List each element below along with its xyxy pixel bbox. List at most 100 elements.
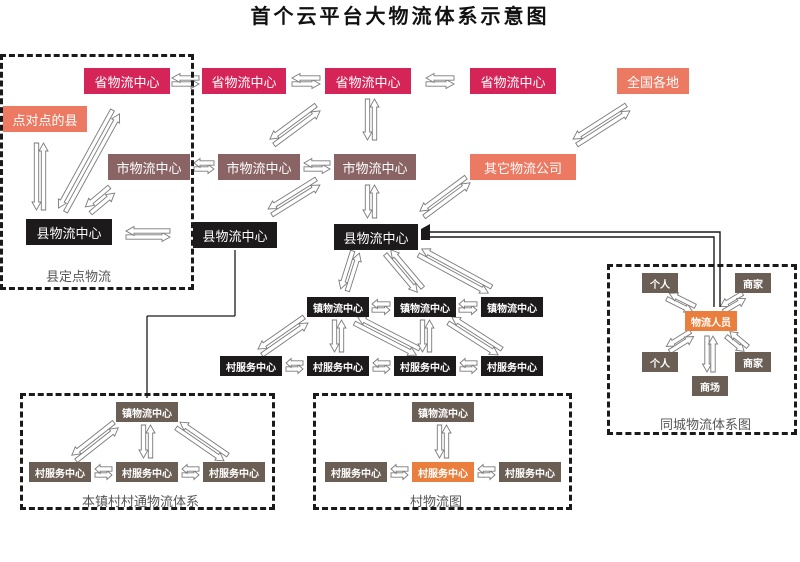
connector-arrow-2 bbox=[291, 78, 321, 90]
connector-arrow-23 bbox=[369, 184, 380, 219]
group-label-town-village: 本镇村村通物流体系 bbox=[82, 495, 200, 510]
connector-arrow-56 bbox=[71, 419, 116, 456]
connector-arrow-61 bbox=[179, 421, 230, 458]
connector-arrow-27 bbox=[422, 182, 471, 220]
bt-town-center[interactable]: 镇物流中心 bbox=[116, 402, 178, 422]
connector-arrow-66 bbox=[434, 424, 445, 459]
connector-arrow-31 bbox=[344, 252, 362, 293]
province-center-2[interactable]: 省物流中心 bbox=[202, 68, 286, 94]
group-county-fixed bbox=[0, 54, 194, 290]
vl-village-service-2[interactable]: 村服务中心 bbox=[412, 462, 474, 482]
connector-arrow-76 bbox=[665, 328, 693, 347]
other-logistics-company[interactable]: 其它物流公司 bbox=[470, 154, 576, 180]
connector-arrow-12 bbox=[88, 192, 116, 216]
connector-arrow-77 bbox=[667, 336, 695, 355]
bt-village-service-2[interactable]: 村服务中心 bbox=[116, 462, 178, 482]
mall[interactable]: 商场 bbox=[692, 376, 728, 396]
connector-arrow-54 bbox=[459, 363, 478, 375]
connector-arrow-15 bbox=[272, 110, 321, 148]
merchant-1[interactable]: 商家 bbox=[735, 273, 771, 293]
person-2[interactable]: 个人 bbox=[642, 352, 678, 372]
connector-arrow-44 bbox=[352, 320, 418, 356]
person-1[interactable]: 个人 bbox=[642, 273, 678, 293]
nationwide-node[interactable]: 全国各地 bbox=[617, 68, 689, 94]
county-center-3[interactable]: 县物流中心 bbox=[334, 224, 418, 250]
merchant-2[interactable]: 商家 bbox=[735, 352, 771, 372]
connector-arrow-53 bbox=[372, 357, 391, 369]
village-service-4[interactable]: 村服务中心 bbox=[481, 356, 543, 376]
connector-county-to-personnel-inner bbox=[421, 236, 715, 307]
connector-arrow-6 bbox=[362, 98, 373, 141]
connector-arrow-67 bbox=[441, 424, 452, 459]
group-label-county-fixed: 县定点物流 bbox=[46, 270, 112, 285]
connector-arrow-71 bbox=[477, 463, 496, 475]
connector-arrow-9 bbox=[38, 142, 49, 211]
connector-arrow-17 bbox=[575, 110, 631, 148]
connector-arrow-33 bbox=[390, 248, 426, 290]
point-to-point-county[interactable]: 点对点的县 bbox=[3, 106, 87, 132]
connector-arrow-81 bbox=[707, 335, 719, 373]
connector-arrow-52 bbox=[372, 363, 391, 375]
town-center-2[interactable]: 镇物流中心 bbox=[394, 297, 456, 317]
connector-arrow-45 bbox=[356, 316, 422, 352]
connector-arrowhead-county3 bbox=[421, 224, 430, 240]
connector-arrow-35 bbox=[420, 248, 494, 290]
county-center-2[interactable]: 县物流中心 bbox=[193, 222, 277, 248]
connector-arrow-29 bbox=[125, 225, 171, 237]
connector-arrow-79 bbox=[729, 331, 750, 350]
connector-arrow-5 bbox=[425, 72, 455, 84]
connector-arrow-47 bbox=[424, 319, 435, 353]
city-center-3[interactable]: 市物流中心 bbox=[334, 154, 416, 180]
connector-arrow-11 bbox=[57, 108, 116, 209]
connector-arrow-70 bbox=[477, 469, 496, 481]
vl-village-service-1[interactable]: 村服务中心 bbox=[325, 462, 387, 482]
province-center-1[interactable]: 省物流中心 bbox=[84, 68, 170, 94]
connector-arrow-41 bbox=[260, 322, 309, 358]
connector-arrow-19 bbox=[193, 157, 215, 169]
connector-arrow-7 bbox=[369, 98, 380, 141]
town-center-1[interactable]: 镇物流中心 bbox=[307, 297, 369, 317]
connector-arrow-3 bbox=[291, 72, 321, 84]
connector-county-to-personnel-outer bbox=[421, 231, 721, 307]
connector-arrow-55 bbox=[459, 357, 478, 369]
connector-arrow-72 bbox=[665, 296, 694, 313]
town-center-3[interactable]: 镇物流中心 bbox=[481, 297, 543, 317]
bt-village-service-1[interactable]: 村服务中心 bbox=[29, 462, 91, 482]
province-center-4[interactable]: 省物流中心 bbox=[470, 68, 556, 94]
county-center-1[interactable]: 县物流中心 bbox=[26, 219, 112, 245]
connector-arrow-50 bbox=[285, 363, 304, 375]
connector-arrow-10 bbox=[62, 113, 121, 214]
city-center-2[interactable]: 市物流中心 bbox=[218, 154, 300, 180]
connector-arrow-36 bbox=[371, 304, 391, 316]
connector-arrow-74 bbox=[719, 290, 745, 307]
connector-arrow-58 bbox=[138, 424, 149, 459]
connector-arrow-75 bbox=[721, 298, 747, 315]
group-label-same-city: 同城物流体系图 bbox=[660, 418, 752, 433]
connector-arrow-25 bbox=[270, 184, 321, 218]
group-village-logistics bbox=[313, 393, 572, 510]
connector-arrow-1 bbox=[171, 72, 200, 84]
logistics-personnel[interactable]: 物流人员 bbox=[685, 311, 737, 331]
connector-arrow-32 bbox=[382, 252, 418, 294]
vl-village-service-3[interactable]: 村服务中心 bbox=[499, 462, 561, 482]
connector-arrow-80 bbox=[701, 335, 713, 373]
village-service-3[interactable]: 村服务中心 bbox=[394, 356, 456, 376]
connector-arrow-21 bbox=[303, 157, 331, 169]
connector-arrow-64 bbox=[181, 469, 200, 481]
connector-arrow-46 bbox=[417, 319, 428, 353]
bt-village-service-3[interactable]: 村服务中心 bbox=[203, 462, 265, 482]
connector-arrow-43 bbox=[336, 319, 347, 353]
connector-arrow-73 bbox=[668, 292, 697, 309]
connector-arrow-30 bbox=[338, 249, 356, 290]
connector-arrow-39 bbox=[458, 298, 478, 310]
province-center-3[interactable]: 省物流中心 bbox=[325, 68, 411, 94]
connector-arrow-22 bbox=[362, 184, 373, 219]
vl-town-center[interactable]: 镇物流中心 bbox=[412, 402, 474, 422]
village-service-1[interactable]: 村服务中心 bbox=[220, 356, 282, 376]
group-label-village-logistics: 村物流图 bbox=[410, 495, 463, 510]
village-service-2[interactable]: 村服务中心 bbox=[307, 356, 369, 376]
group-same-city bbox=[607, 264, 797, 435]
diagram-title: 首个云平台大物流体系示意图 bbox=[250, 4, 550, 28]
city-center-1[interactable]: 市物流中心 bbox=[108, 154, 190, 180]
